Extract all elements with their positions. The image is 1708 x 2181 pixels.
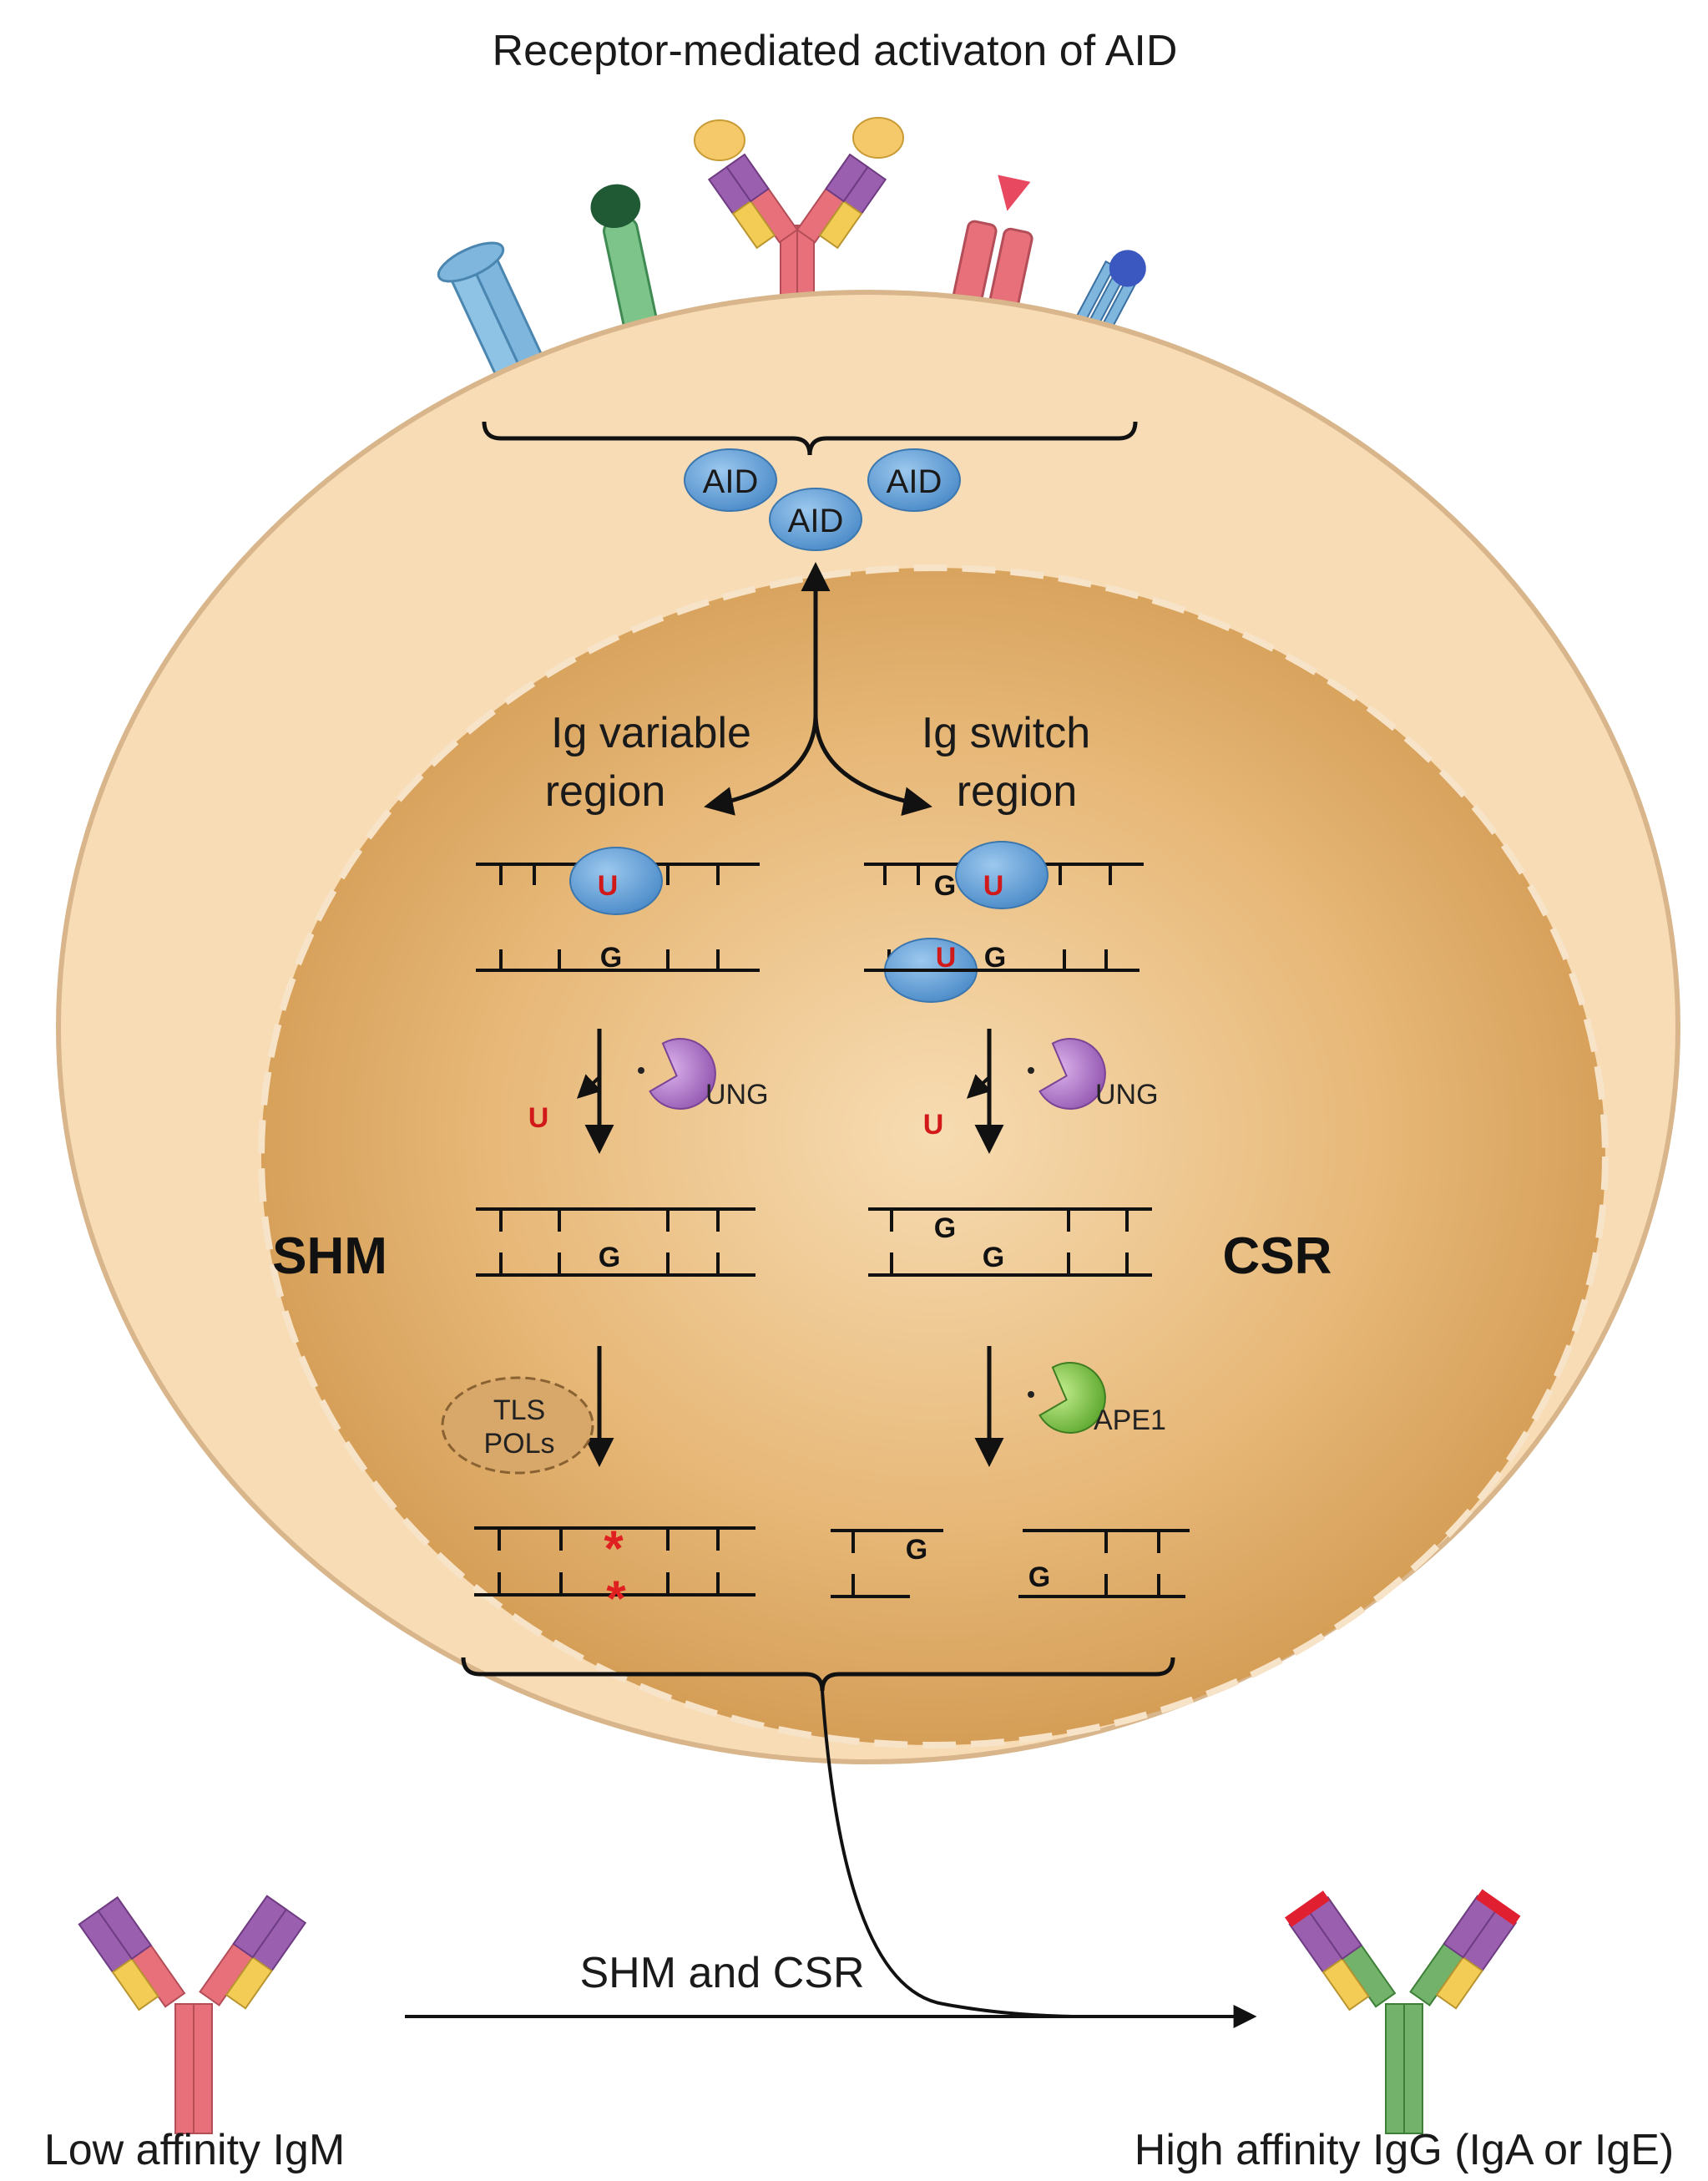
ung-enzyme-icon [1028, 1038, 1106, 1110]
low-affinity-label: Low affinity IgM [44, 2126, 345, 2174]
base-u: U [983, 870, 1004, 902]
tls-pols-icon [441, 1376, 594, 1475]
base-g: G [934, 1212, 956, 1244]
base-u: U [598, 870, 619, 902]
pathway-right-label-line2: region [957, 767, 1078, 816]
base-g: G [1028, 1561, 1050, 1593]
aid-molecules: AID AID AID [684, 448, 961, 551]
aid-enzyme-icon [569, 847, 663, 915]
ape1-label: APE1 [1094, 1404, 1166, 1436]
aid-enzyme-icon [867, 448, 961, 512]
aid-label: AID [788, 503, 844, 539]
shm-label: SHM [272, 1227, 387, 1285]
receptor-brace [482, 421, 1138, 456]
outcome-curve [821, 1690, 1086, 2018]
base-g: G [984, 942, 1006, 974]
aid-enzyme-icon [684, 448, 777, 512]
pathway-right-label-line1: Ig switch [922, 709, 1090, 757]
aid-import-arrows [704, 562, 932, 817]
tls-label-line1: TLS [493, 1394, 545, 1426]
aid-label: AID [703, 463, 759, 500]
figure-title: Receptor-mediated activaton of AID [493, 27, 1178, 75]
receptor-green-icon [590, 184, 660, 346]
pathway-left-label-line1: Ig variable [551, 709, 751, 757]
shm-csr-arrow-label: SHM and CSR [580, 1949, 865, 1997]
tls-label-line2: POLs [483, 1428, 554, 1460]
csr-dna-break [831, 1529, 1190, 1598]
base-g: G [599, 1242, 620, 1273]
u-release-arrow [966, 1074, 992, 1099]
base-u: U [936, 942, 957, 974]
released-u: U [923, 1109, 944, 1141]
aid-enzyme-icon [769, 488, 862, 551]
shm-dna-step2 [476, 1207, 755, 1277]
mutation-mark: * [604, 1521, 624, 1576]
base-g: G [906, 1534, 927, 1566]
ung-label: UNG [1095, 1079, 1159, 1111]
base-g: G [934, 870, 956, 902]
igm-antibody-icon [78, 1895, 307, 2134]
aid-enzyme-icon [955, 841, 1049, 909]
high-affinity-label: High affinity IgG (IgA or IgE) [1134, 2126, 1674, 2174]
ape1-enzyme-icon [1028, 1362, 1106, 1434]
mutation-mark: * [606, 1571, 626, 1627]
released-u: U [528, 1102, 549, 1134]
ung-enzyme-icon [638, 1038, 716, 1110]
igg-antibody-icon [1285, 1889, 1521, 2134]
ung-label: UNG [705, 1079, 769, 1111]
aid-label: AID [887, 463, 942, 500]
u-release-arrow [576, 1074, 602, 1099]
csr-label: CSR [1223, 1227, 1332, 1285]
shm-dna-mutated [474, 1526, 755, 1597]
pathway-left-label-line2: region [545, 767, 666, 816]
csr-dna-step2 [868, 1207, 1152, 1277]
base-g: G [600, 942, 622, 974]
base-g: G [983, 1242, 1004, 1273]
